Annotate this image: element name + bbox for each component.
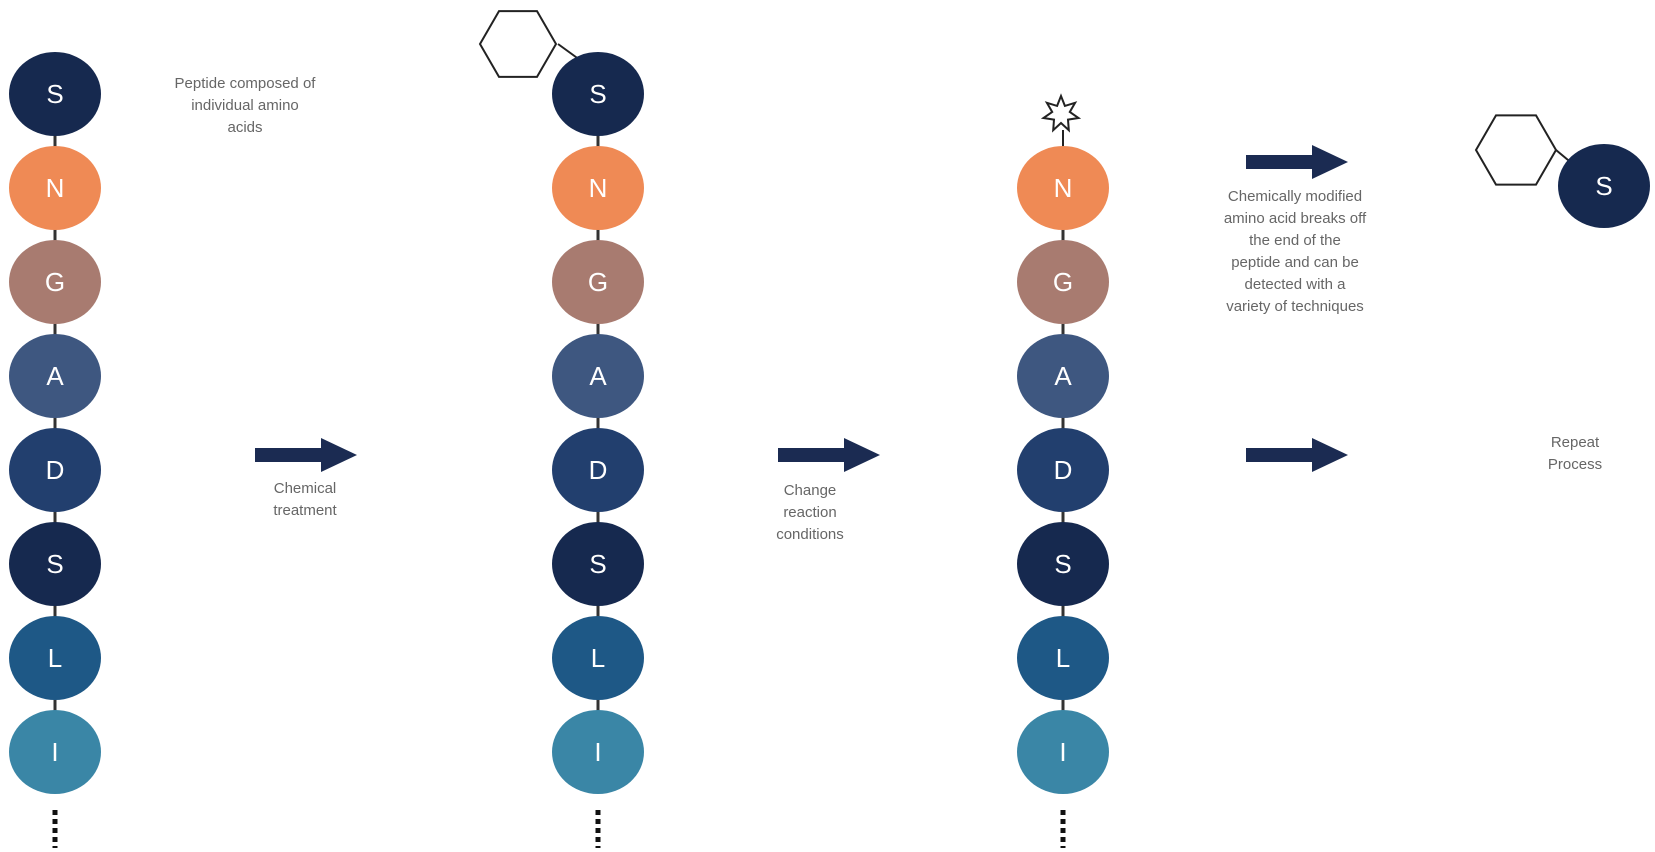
modified-peptide-residue-7-letter: I [594,737,601,767]
original-peptide-residue-1-circle [9,146,101,230]
label-modified-breaks-off: Chemically modified amino acid breaks of… [1223,188,1367,315]
shortened-peptide-residue-3-letter: D [1054,455,1073,485]
shortened-peptide-residue-1-circle [1017,240,1109,324]
shortened-peptide-residue-2-letter: A [1054,361,1072,391]
modified-peptide-residue-4-circle [552,428,644,512]
label-change-conditions: Change reaction conditions [776,482,844,543]
modified-peptide-residue-0-letter: S [589,79,606,109]
label-chemical-treatment: Chemical treatment [273,480,337,519]
original-peptide-residue-6-letter: L [48,643,62,673]
arrow-release-shaft [1246,155,1314,169]
shortened-peptide-star-tag [1040,93,1082,133]
arrow-repeat-head [1312,438,1348,472]
shortened-peptide-residue-1-letter: G [1053,267,1073,297]
modified-peptide-residue-1-circle [552,146,644,230]
arrow-release-head [1312,145,1348,179]
label-repeat-process: Repeat Process [1547,434,1603,473]
released-residue-circle [1558,144,1650,228]
original-peptide-residue-6-circle [9,616,101,700]
original-peptide-residue-1-letter: N [46,173,65,203]
shortened-peptide-residue-2-circle [1017,334,1109,418]
shortened-peptide-residue-5-circle [1017,616,1109,700]
modified-peptide-residue-0-circle [552,52,644,136]
shortened-peptide-residue-3-circle [1017,428,1109,512]
modified-peptide-residue-2-letter: G [588,267,608,297]
original-peptide-residue-5-letter: S [46,549,63,579]
original-peptide-residue-4-circle [9,428,101,512]
shortened-peptide-residue-6-circle [1017,710,1109,794]
modified-peptide-residue-6-letter: L [591,643,605,673]
shortened-peptide-residue-0-circle [1017,146,1109,230]
original-peptide-residue-0-letter: S [46,79,63,109]
modified-peptide-residue-5-letter: S [589,549,606,579]
arrow-repeat-shaft [1246,448,1314,462]
original-peptide-residue-7-circle [9,710,101,794]
arrow-chemical-treatment-head [321,438,357,472]
released-ring-tag [1474,114,1558,186]
modified-peptide-residue-7-circle [552,710,644,794]
modified-peptide-residue-3-letter: A [589,361,607,391]
modified-peptide-ring-tag [478,10,558,78]
released-residue-letter: S [1595,171,1612,201]
shortened-peptide-residue-5-letter: L [1056,643,1070,673]
label-peptide: Peptide composed of individual amino aci… [174,75,316,136]
original-peptide-residue-3-letter: A [46,361,64,391]
original-peptide-residue-2-letter: G [45,267,65,297]
shortened-peptide-residue-4-circle [1017,522,1109,606]
modified-peptide-residue-6-circle [552,616,644,700]
shortened-peptide-residue-0-letter: N [1054,173,1073,203]
original-peptide-residue-5-circle [9,522,101,606]
original-peptide-residue-3-circle [9,334,101,418]
original-peptide-residue-7-letter: I [51,737,58,767]
original-peptide-residue-4-letter: D [46,455,65,485]
modified-peptide-residue-3-circle [552,334,644,418]
arrow-change-conditions-shaft [778,448,846,462]
modified-peptide-residue-2-circle [552,240,644,324]
modified-peptide-residue-5-circle [552,522,644,606]
arrow-change-conditions-head [844,438,880,472]
original-peptide-residue-2-circle [9,240,101,324]
shortened-peptide-residue-4-letter: S [1054,549,1071,579]
modified-peptide-residue-4-letter: D [589,455,608,485]
original-peptide-residue-0-circle [9,52,101,136]
shortened-peptide-residue-6-letter: I [1059,737,1066,767]
arrow-chemical-treatment-shaft [255,448,323,462]
modified-peptide-residue-1-letter: N [589,173,608,203]
